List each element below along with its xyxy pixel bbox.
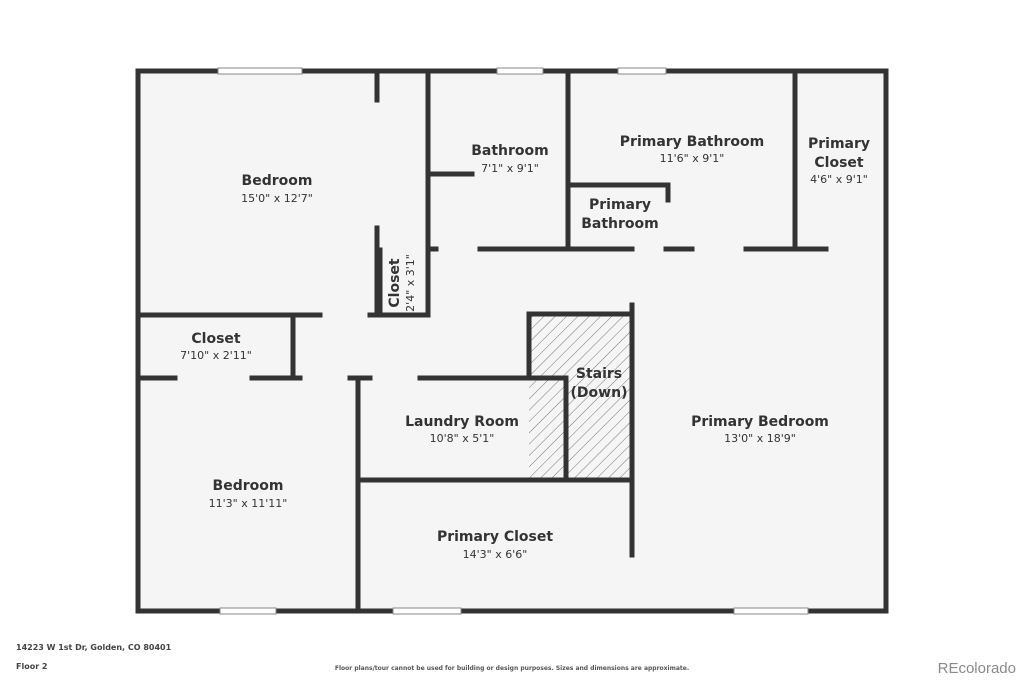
floor-area bbox=[138, 71, 886, 611]
room-dims: 14'3" x 6'6" bbox=[463, 548, 528, 561]
room-bedroom-2: Bedroom 11'3" x 11'11" bbox=[209, 478, 288, 510]
room-name-line1: Stairs bbox=[576, 366, 622, 382]
room-bathroom: Bathroom 7'1" x 9'1" bbox=[471, 143, 549, 175]
room-closet: Closet 7'10" x 2'11" bbox=[180, 331, 252, 362]
room-name-line2: Closet bbox=[814, 155, 864, 171]
room-primary-bathroom: Primary Bathroom 11'6" x 9'1" bbox=[620, 134, 764, 165]
room-primary-bathroom-small: Primary Bathroom bbox=[581, 197, 659, 232]
room-name: Bathroom bbox=[471, 143, 549, 159]
room-name: Closet bbox=[191, 331, 241, 347]
windows bbox=[217, 67, 809, 615]
room-laundry-room: Laundry Room 10'8" x 5'1" bbox=[405, 414, 519, 445]
room-dims: 13'0" x 18'9" bbox=[724, 432, 796, 445]
room-hall-closet: Closet 2'4" x 3'1" bbox=[387, 254, 417, 312]
room-name: Primary Closet bbox=[437, 529, 553, 545]
room-dims: 7'10" x 2'11" bbox=[180, 349, 252, 362]
room-primary-bedroom: Primary Bedroom 13'0" x 18'9" bbox=[691, 414, 829, 445]
room-name: Laundry Room bbox=[405, 414, 519, 430]
room-dims: 4'6" x 9'1" bbox=[810, 173, 868, 186]
room-name: Bedroom bbox=[242, 173, 313, 189]
room-primary-closet-small: Primary Closet 4'6" x 9'1" bbox=[808, 136, 870, 186]
room-name: Primary Bedroom bbox=[691, 414, 829, 430]
room-name-line2: (Down) bbox=[571, 385, 628, 401]
room-name-line1: Primary bbox=[589, 197, 651, 213]
room-dims: 10'8" x 5'1" bbox=[430, 432, 495, 445]
address-text: 14223 W 1st Dr, Golden, CO 80401 bbox=[16, 643, 172, 652]
room-name: Bedroom bbox=[213, 478, 284, 494]
room-name-line2: Bathroom bbox=[581, 216, 659, 232]
brand-logo: REcolorado bbox=[937, 660, 1016, 677]
room-name-line1: Primary bbox=[808, 136, 870, 152]
room-stairs: Stairs (Down) bbox=[571, 366, 628, 401]
floor-label: Floor 2 bbox=[16, 662, 48, 671]
room-dims: 11'6" x 9'1" bbox=[660, 152, 725, 165]
room-dims: 15'0" x 12'7" bbox=[241, 192, 313, 205]
room-name: Primary Bathroom bbox=[620, 134, 764, 150]
room-dims: 7'1" x 9'1" bbox=[481, 162, 539, 175]
room-name: Closet bbox=[387, 258, 403, 308]
stairs-hatch bbox=[529, 314, 631, 478]
room-bedroom-1: Bedroom 15'0" x 12'7" bbox=[241, 173, 313, 205]
room-dims: 2'4" x 3'1" bbox=[404, 254, 417, 312]
room-primary-closet: Primary Closet 14'3" x 6'6" bbox=[437, 529, 553, 561]
room-dims: 11'3" x 11'11" bbox=[209, 497, 288, 510]
disclaimer-text: Floor plans/tour cannot be used for buil… bbox=[334, 665, 690, 672]
